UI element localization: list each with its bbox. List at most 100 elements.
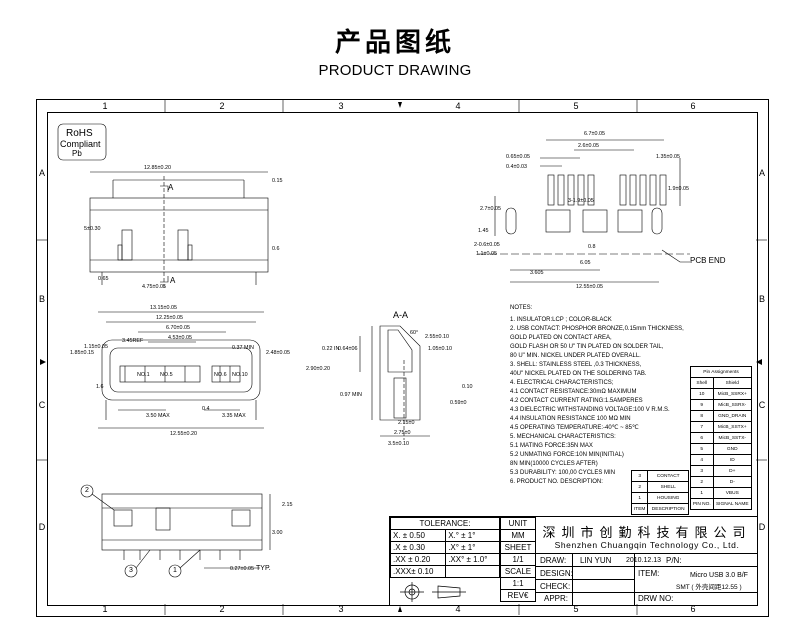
tolerance-value: .X ± 0.30 xyxy=(389,541,447,554)
check-label: CHECK: xyxy=(540,582,571,591)
company-name-en: Shenzhen Chuangqin Technology Co., Ltd. xyxy=(554,540,740,550)
dim-front-max-1: 3.50 MAX xyxy=(146,413,170,419)
pn-label: P/N: xyxy=(666,556,682,565)
sheet-value: 1/1 xyxy=(500,553,536,566)
dim-top-depth: 5±0.30 xyxy=(84,226,101,232)
part-item: 3 xyxy=(630,470,649,482)
note-line: 8N MIN(10000 CYCLES AFTER) xyxy=(510,461,598,467)
zone-row-right-b: B xyxy=(758,294,765,304)
zone-col-top-1: 1 xyxy=(102,101,108,111)
draw-label: DRAW: xyxy=(540,556,567,565)
pin-no: 6 xyxy=(690,432,714,444)
callout-3: 3 xyxy=(129,567,133,574)
dim-section-height: 2.90±0.20 xyxy=(306,366,330,372)
callout-2: 2 xyxy=(85,487,89,494)
pin-label-no5: NO.5 xyxy=(160,372,173,378)
dim-section-angle: 60° xyxy=(410,330,419,336)
note-line: 5.3 DURABILITY: 100,00 CYCLES MIN xyxy=(510,470,616,476)
zone-col-bottom-3: 3 xyxy=(338,604,344,614)
rohs-mark-line2: Compliant xyxy=(60,139,101,149)
pin-label-no6: NO.6 xyxy=(214,372,227,378)
pin-table-header: Shell xyxy=(690,377,714,389)
item-value-1: Micro USB 3.0 B/F xyxy=(690,572,748,579)
zone-col-bottom-4: 4 xyxy=(455,604,461,614)
callout-1: 1 xyxy=(173,567,177,574)
pin-no: 9 xyxy=(690,399,714,411)
section-marker-top: A xyxy=(168,183,174,192)
dim-top-peg: 0.6 xyxy=(272,246,280,252)
pin-no: 1 xyxy=(690,487,714,499)
note-line: 2. USB CONTACT: PHOSPHOR BRONZE,0.15mm T… xyxy=(510,326,684,332)
dim-section-flatness: 0.10 xyxy=(462,384,473,390)
note-line: 3. SHELL: STAINLESS STEEL ,0.3 THICKNESS… xyxy=(510,362,642,368)
dim-section-len-2: 2.75±0 xyxy=(394,430,411,436)
note-line: GOLD PLATED ON CONTACT AREA, xyxy=(510,335,612,341)
zone-row-right-a: A xyxy=(758,168,765,178)
dim-section-tail: 0.59±0 xyxy=(450,400,467,406)
dim-bottom-pitch: 0.27±0.05 xyxy=(230,566,254,572)
rohs-mark-line3: Pb xyxy=(72,149,82,158)
pin-no: 5 xyxy=(690,443,714,455)
note-line: 4.1 CONTACT RESISTANCE:30mΩ MAXIMUM xyxy=(510,389,637,395)
dim-pcb-hole: 2-0.6±0.05 xyxy=(474,242,500,248)
note-line: 1. INSULATOR:LCP ; COLOR-BLACK xyxy=(510,317,612,323)
zone-col-top-4: 4 xyxy=(455,101,461,111)
tolerance-angle: X.° ± 1° xyxy=(445,529,500,542)
dim-pcb-offset: 3.605 xyxy=(530,270,544,276)
pin-no: 4 xyxy=(690,454,714,466)
zone-col-top-3: 3 xyxy=(338,101,344,111)
unit-label: UNIT xyxy=(500,517,536,530)
dim-pcb-pitch-group: 2.6±0.05 xyxy=(578,143,599,149)
dim-section-len-1: 2.15±0 xyxy=(398,420,415,426)
zone-col-bottom-5: 5 xyxy=(573,604,579,614)
dim-pcb-slot-2: 2.7±0.05 xyxy=(480,206,501,212)
dim-front-max-2: 3.35 MAX xyxy=(222,413,246,419)
dim-bottom-height-2: 2.15 xyxy=(282,502,293,508)
part-description: SHELL xyxy=(647,481,689,493)
zone-col-top-2: 2 xyxy=(219,101,225,111)
zone-col-bottom-1: 1 xyxy=(102,604,108,614)
note-line: 80 U" MIN. NICKEL UNDER PLATED OVERALL. xyxy=(510,353,641,359)
draw-value: LIN YUN xyxy=(580,556,612,565)
dim-front-height-3: 2.48±0.05 xyxy=(266,350,290,356)
zone-row-left-a: A xyxy=(38,168,45,178)
appr-label: APPR: xyxy=(544,594,569,603)
pin-signal: GND_DRAIN xyxy=(712,410,753,422)
dim-section-depth-1: 2.55±0.10 xyxy=(425,334,449,340)
design-label: DESIGN: xyxy=(540,569,573,578)
note-line: 4.5 OPERATING TEMPERATURE:-40℃ ~ 85℃ xyxy=(510,425,639,431)
draw-date: 2010.12.13 xyxy=(626,557,662,564)
tolerance-angle: .XX° ± 1.0° xyxy=(445,553,500,566)
note-line: NOTES: xyxy=(510,305,533,311)
dim-top-thickness: 0.15 xyxy=(272,178,283,184)
note-line: 4.4 INSULATION RESISTANCE 100 MΩ MIN xyxy=(510,416,631,422)
dim-overall-length: 12.85±0.20 xyxy=(144,165,171,171)
pin-no: 3 xyxy=(690,465,714,477)
dim-section-len-3: 3.5±0.10 xyxy=(388,441,409,447)
unit-value: MM xyxy=(500,529,536,542)
zone-row-right-d: D xyxy=(758,522,766,532)
tolerance-value: X. ± 0.50 xyxy=(389,529,447,542)
note-line: 5.2 UNMATING FORCE:10N MIN(INITIAL) xyxy=(510,452,624,458)
pin-signal: MicB_SSTX- xyxy=(712,432,753,444)
parts-table-footer: DESCRIPTION xyxy=(647,503,689,515)
dim-section-in: 0.22 IN xyxy=(322,346,340,352)
dim-pcb-slot-1: 1.45 xyxy=(478,228,489,234)
note-line: 6. PRODUCT NO. DESCRIPTION: xyxy=(510,479,603,485)
dim-bottom-height-1: 3.00 xyxy=(272,530,283,536)
pin-no: 10 xyxy=(690,388,714,400)
dim-pcb-square-pads: 3-1.9±0.05 xyxy=(568,198,594,204)
dim-section-small: 0.64±06 xyxy=(338,346,358,352)
section-marker-bottom: A xyxy=(170,276,176,285)
dim-top-peg-spacing: 4.75±0.05 xyxy=(142,284,166,290)
pin-signal: GND xyxy=(712,443,753,455)
zone-row-left-c: C xyxy=(38,400,46,410)
dim-front-width-2: 12.25±0.05 xyxy=(156,315,183,321)
pin-signal: D+ xyxy=(712,465,753,477)
note-line: 4.3 DIELECTRIC WITHSTANDING VOLTAGE:100 … xyxy=(510,407,670,413)
pin-signal: ID xyxy=(712,454,753,466)
dim-front-width-3: 6.70±0.05 xyxy=(166,325,190,331)
